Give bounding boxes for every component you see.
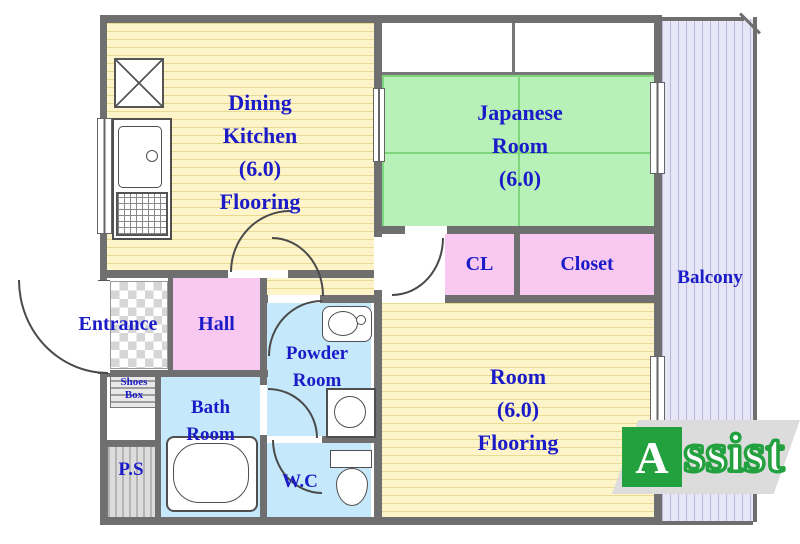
wall	[514, 234, 520, 295]
door-opening	[228, 270, 288, 278]
label-line: Room	[186, 424, 235, 445]
wall	[374, 303, 382, 517]
door-opening	[268, 295, 320, 303]
label-wc: W.C	[282, 471, 318, 492]
logo-tile: A	[622, 427, 682, 487]
bathtub-inner	[173, 443, 249, 503]
window-icon	[650, 82, 665, 174]
label-western-room: Room (6.0) Flooring	[400, 360, 636, 459]
label-dining-kitchen: Dining Kitchen (6.0) Flooring	[150, 86, 370, 218]
label-line: Box	[124, 389, 144, 401]
door-arc-icon	[392, 238, 444, 296]
wall	[654, 15, 662, 525]
room-area-japanese	[382, 75, 654, 226]
wall	[100, 440, 155, 446]
shoes-box	[110, 372, 160, 408]
balcony-wall	[753, 17, 757, 522]
label-powder-room: Powder Room	[263, 340, 371, 394]
room-area-closet	[520, 234, 654, 295]
gas-stove-icon	[116, 192, 168, 236]
label-line: Room	[489, 364, 547, 389]
toilet-icon	[336, 468, 368, 506]
faucet-icon	[146, 150, 158, 162]
storage-divider-line	[512, 23, 515, 72]
shaft-x-icon	[114, 58, 164, 108]
label-line: Room	[491, 133, 549, 158]
wall	[320, 295, 374, 303]
label-line: Flooring	[219, 189, 301, 214]
wall	[322, 436, 374, 443]
toilet-tank	[330, 450, 372, 468]
wall	[100, 270, 228, 278]
door-opening	[405, 226, 447, 234]
entrance-tile	[110, 281, 168, 369]
label-line: Japanese	[477, 100, 563, 125]
room-area-cl	[445, 234, 514, 295]
assist-logo: A ssist	[612, 420, 800, 494]
label-line: Bath	[190, 397, 231, 418]
label-line: Kitchen	[222, 123, 298, 148]
door-opening	[374, 237, 382, 290]
wall	[168, 277, 173, 370]
wall	[374, 226, 662, 234]
label-shoes-box: Shoes Box	[108, 376, 160, 402]
balcony-wall	[662, 17, 744, 21]
wall	[100, 370, 268, 377]
room-area-western-room	[382, 303, 654, 517]
wall	[260, 295, 268, 303]
label-line: Dining	[228, 90, 292, 115]
door-opening	[260, 385, 267, 435]
label-line: Room	[292, 370, 342, 391]
wall	[445, 295, 662, 303]
label-line: (6.0)	[496, 397, 540, 422]
room-area-ps	[107, 446, 157, 519]
wall	[155, 374, 161, 517]
label-ps: P.S	[118, 459, 144, 480]
basin-bowl	[328, 311, 358, 336]
label-closet: Closet	[560, 253, 614, 275]
japanese-room-top-storage	[382, 23, 654, 75]
window-icon	[97, 118, 112, 234]
door-opening	[272, 436, 322, 443]
label-entrance: Entrance	[78, 313, 158, 335]
basin-faucet	[356, 315, 366, 325]
label-balcony: Balcony	[677, 267, 743, 288]
label-japanese-room: Japanese Room (6.0)	[420, 96, 620, 195]
washing-machine-drum	[334, 396, 366, 428]
wall	[288, 270, 374, 278]
logo-initial: A	[635, 431, 669, 483]
balcony-wall	[662, 521, 753, 525]
wall	[260, 370, 267, 385]
wall	[260, 435, 267, 517]
label-line: Powder	[285, 343, 349, 364]
label-line: Shoes	[120, 376, 148, 388]
label-line: (6.0)	[238, 156, 282, 181]
label-hall: Hall	[198, 313, 235, 335]
label-cl: CL	[465, 253, 494, 275]
wall	[260, 277, 267, 370]
label-bath-room: Bath Room	[161, 394, 260, 448]
room-area-hall	[173, 277, 260, 370]
logo-text: ssist	[682, 422, 786, 485]
label-line: (6.0)	[498, 166, 542, 191]
wall	[100, 517, 662, 525]
window-icon	[373, 88, 385, 162]
label-line: Flooring	[477, 430, 559, 455]
wall	[374, 290, 382, 303]
